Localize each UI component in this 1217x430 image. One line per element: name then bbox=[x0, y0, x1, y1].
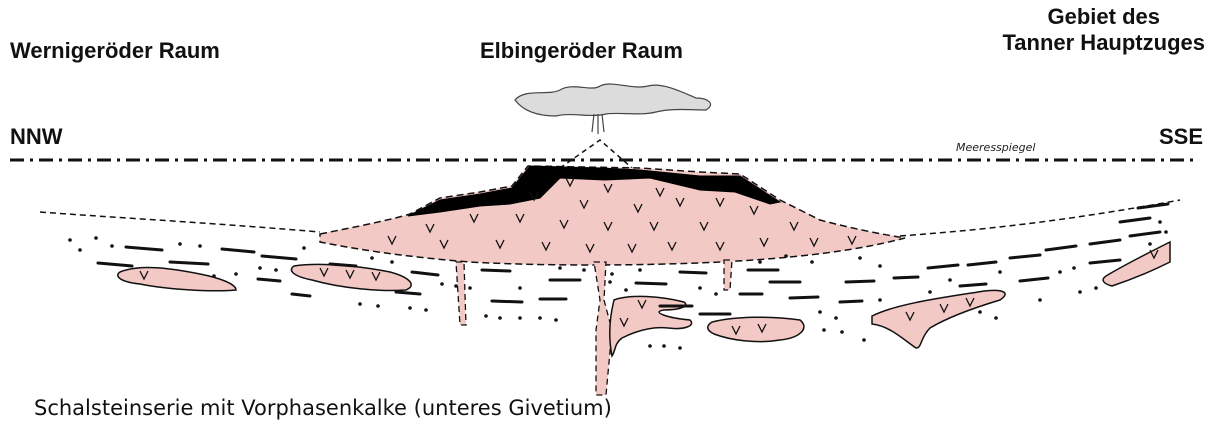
direction-label-nnw: NNW bbox=[10, 124, 63, 150]
volcanic-body bbox=[320, 166, 905, 265]
region-label-tanner-line2: Tanner Hauptzuges bbox=[1002, 30, 1205, 56]
region-label-wernigerode: Wernigeröder Raum bbox=[10, 38, 220, 64]
sea-level-label: Meeresspiegel bbox=[956, 141, 1035, 154]
feeder-dikes bbox=[456, 260, 732, 395]
direction-label-sse: SSE bbox=[1159, 124, 1203, 150]
diagram-caption: Schalsteinserie mit Vorphasenkalke (unte… bbox=[34, 396, 612, 420]
region-label-tanner-line1: Gebiet des bbox=[1002, 4, 1205, 30]
region-label-tanner: Gebiet des Tanner Hauptzuges bbox=[1002, 4, 1205, 56]
region-label-elbingerode: Elbingeröder Raum bbox=[480, 38, 683, 64]
volcanic-cone-outline bbox=[560, 140, 632, 168]
eruption-plume bbox=[515, 84, 711, 134]
